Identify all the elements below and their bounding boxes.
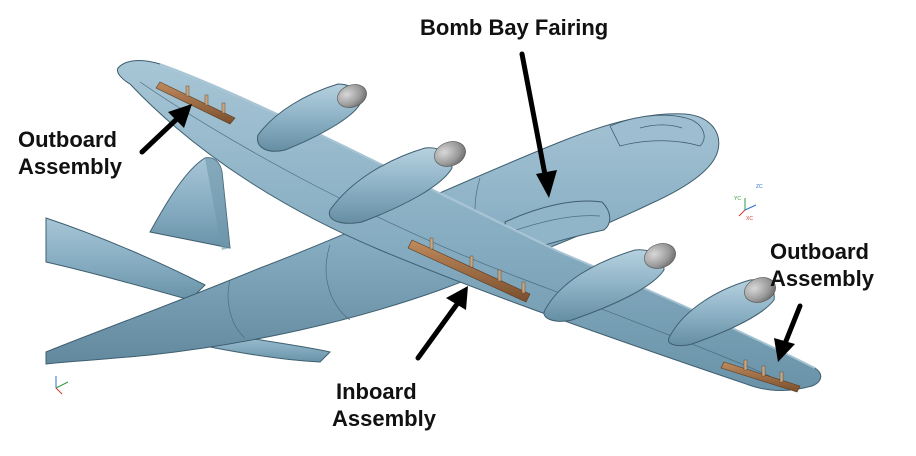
engine-nacelle-4 <box>668 277 776 347</box>
outboard-assembly-left <box>155 81 236 125</box>
engine-nacelle-1 <box>257 83 367 152</box>
label-line-2: Assembly <box>770 266 874 291</box>
label-outboard-assembly-left: Outboard Assembly <box>18 126 122 180</box>
arrow-inboard <box>415 286 468 361</box>
label-bomb-bay-fairing: Bomb Bay Fairing <box>420 14 608 41</box>
vertical-stabilizer <box>149 157 231 250</box>
engine-nacelle-2 <box>328 141 466 224</box>
arrow-bomb-bay <box>519 51 557 198</box>
triad-label-xc: XC <box>746 216 753 222</box>
arrow-outboard-left <box>139 104 192 155</box>
label-outboard-assembly-right: Outboard Assembly <box>770 238 874 292</box>
inboard-assembly <box>407 237 531 303</box>
label-line-1: Inboard <box>336 379 417 404</box>
left-horizontal-stabilizer <box>45 217 206 301</box>
label-line-2: Assembly <box>332 406 436 431</box>
outboard-assembly-right <box>720 359 801 393</box>
triad-label-yc: YC <box>734 196 741 202</box>
label-line-1: Outboard <box>18 127 117 152</box>
label-line-1: Outboard <box>770 239 869 264</box>
arrow-outboard-right <box>774 303 803 362</box>
label-inboard-assembly: Inboard Assembly <box>332 378 436 432</box>
triad-label-zc: ZC <box>756 184 763 190</box>
axis-triad-bottom-left <box>55 376 69 395</box>
engine-nacelle-3 <box>543 243 676 322</box>
axis-triad-top-right: YC ZC XC <box>734 184 763 222</box>
label-bomb-bay-text: Bomb Bay Fairing <box>420 15 609 40</box>
label-line-2: Assembly <box>18 154 122 179</box>
